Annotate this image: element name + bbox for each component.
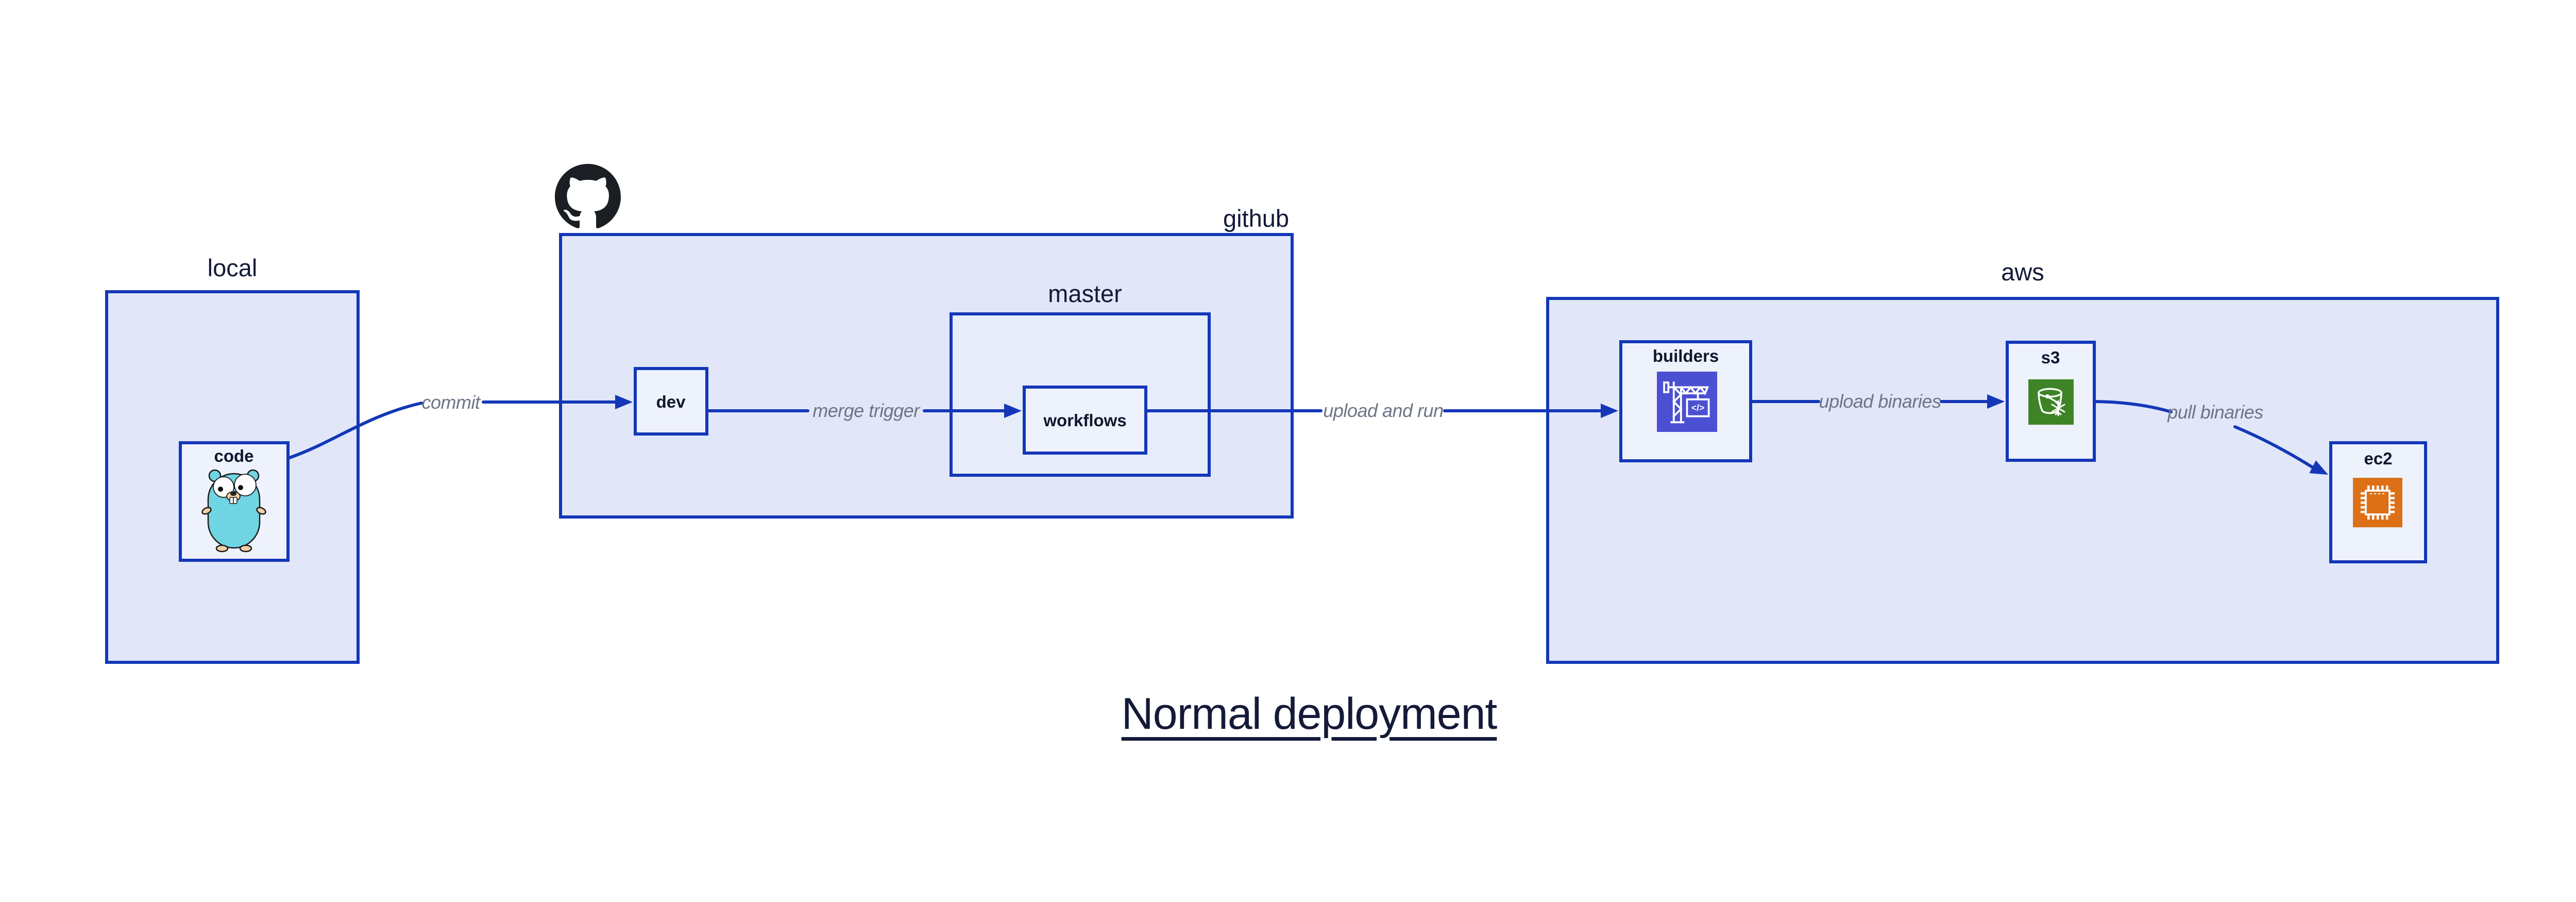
node-code-label: code [214, 446, 254, 465]
edge-label-merge-trigger: merge trigger [812, 400, 920, 421]
node-builders-label: builders [1652, 346, 1719, 365]
s3-bucket-icon [2028, 379, 2074, 425]
go-gopher-icon [201, 469, 266, 553]
node-dev-box [634, 367, 708, 436]
edge-label-commit: commit [421, 392, 481, 413]
group-local-label: local [207, 254, 258, 281]
ec2-chip-icon [2353, 478, 2402, 527]
group-github-label: github [1223, 205, 1289, 232]
edge-label-pull-binaries: pull binaries [2167, 402, 2263, 423]
edge-label-upload-binaries: upload binaries [1819, 391, 1941, 412]
group-aws-label: aws [2001, 258, 2044, 286]
node-ec2-label: ec2 [2364, 449, 2393, 468]
node-workflows-box [1023, 386, 1147, 455]
diagram-title: Normal deployment [1121, 689, 1498, 739]
codebuild-code-glyph: </> [1691, 403, 1704, 413]
github-logo-icon [555, 164, 621, 228]
group-master-label: master [1048, 280, 1122, 307]
node-dev-label: dev [656, 392, 686, 411]
edge-label-upload-and-run: upload and run [1323, 400, 1444, 421]
node-s3-label: s3 [2041, 348, 2060, 367]
codebuild-icon: </> [1657, 372, 1717, 432]
node-builders-box [1619, 340, 1752, 462]
node-workflows-label: workflows [1043, 411, 1127, 430]
